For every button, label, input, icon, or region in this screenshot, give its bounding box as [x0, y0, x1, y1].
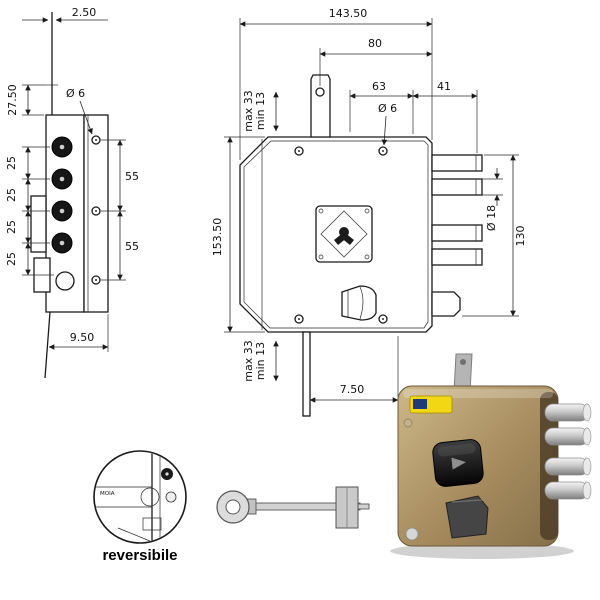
photo-screw-2	[403, 418, 413, 428]
side-view: 2.50 27.50 Ø 6	[5, 6, 139, 379]
detail-caption: reversibile	[102, 547, 177, 564]
dim-41: 41	[437, 80, 451, 93]
dim-rod-offset: 7.50	[340, 383, 365, 396]
dim-pin-dia: Ø 18	[485, 205, 498, 231]
front-screw-holes	[294, 146, 388, 324]
dim-width: 143.50	[329, 7, 368, 20]
photo-chrome-pins	[544, 403, 592, 500]
front-case-inner	[243, 140, 429, 329]
dim-pitch-4: 25	[5, 252, 18, 266]
dim-top-offset: 27.50	[6, 84, 19, 116]
dim-pitch-2: 25	[5, 188, 18, 202]
side-screw-dia: Ø 6	[66, 87, 85, 100]
photo-shadow	[390, 543, 574, 559]
dim-min-top: min 13	[254, 92, 267, 130]
detail-view: MOIA reversibile	[93, 450, 187, 564]
key-illustration	[216, 486, 370, 529]
photo-latch	[445, 495, 489, 539]
dim-63: 63	[372, 80, 386, 93]
side-screw-holes	[91, 135, 101, 285]
dim-pin-span: 130	[514, 226, 527, 247]
dim-span-2: 55	[125, 240, 139, 253]
photo-screw	[405, 527, 419, 541]
dim-pitch-1: 25	[5, 156, 18, 170]
keyhole-plate	[315, 205, 373, 263]
side-cylinder	[55, 271, 75, 291]
side-bolt-pins	[51, 136, 73, 254]
front-rod-bottom	[302, 331, 311, 417]
dim-span-1: 55	[125, 170, 139, 183]
photo-knob	[432, 439, 484, 487]
pitch-dimensions: 25 25 25 25	[5, 146, 54, 276]
dim-80: 80	[368, 37, 382, 50]
detail-micro-label: MOIA	[100, 491, 115, 497]
dim-min-bottom: min 13	[254, 342, 267, 380]
side-backbox	[30, 195, 47, 253]
tab-hole	[315, 87, 325, 97]
top-mounting-tab	[310, 74, 331, 138]
product-photo	[390, 353, 592, 559]
key-bow-hole	[225, 499, 241, 515]
dim-bottom-offset: 9.50	[70, 331, 95, 344]
front-screw-dia: Ø 6	[378, 102, 397, 115]
dim-max-top: max 33	[242, 90, 255, 131]
front-bolt-pins	[431, 154, 483, 266]
rod-bottom	[44, 311, 51, 379]
brand-label-mark	[413, 399, 427, 409]
dim-height: 153.50	[211, 218, 224, 257]
dim-max-bottom: max 33	[242, 340, 255, 381]
knob-arrow-icon	[451, 457, 466, 470]
double-bit-keyhole-icon	[334, 227, 354, 245]
dim-rod-width: 2.50	[72, 6, 97, 19]
front-view: 143.50 80 63 41 max 33 min 13 Ø 6	[211, 7, 527, 417]
dim-pitch-3: 25	[5, 220, 18, 234]
detail-drawing: MOIA	[95, 452, 177, 542]
front-latch-bolt	[431, 291, 461, 317]
reversible-latch	[341, 285, 377, 321]
screw-span-dimensions: 55 55	[101, 139, 139, 281]
